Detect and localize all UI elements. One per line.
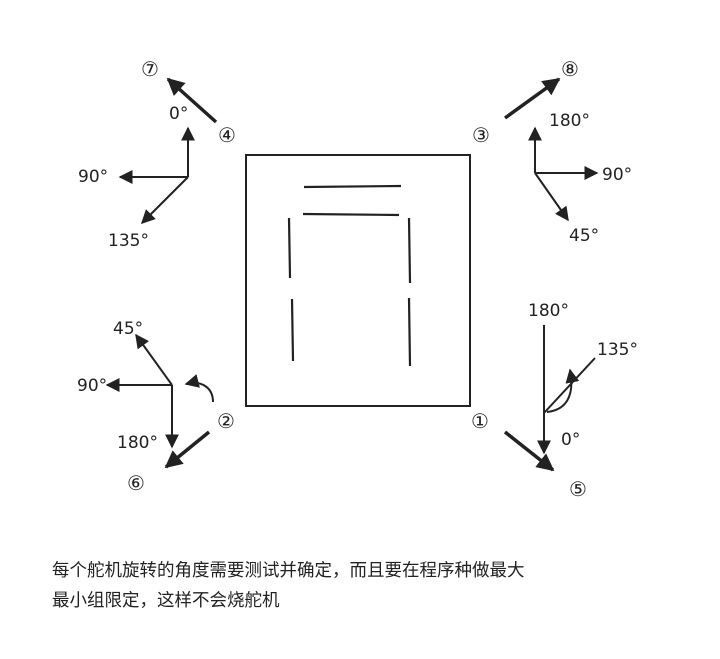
body-marking (287, 184, 412, 367)
angle-label-br-135: 135° (597, 340, 638, 360)
angle-label-tr-90: 90° (602, 165, 632, 185)
leg-arrow-5 (503, 430, 555, 472)
leg-arrow-6 (164, 430, 211, 469)
label-8: ⑧ (561, 57, 579, 81)
leg-arrows (164, 77, 561, 472)
label-7: ⑦ (141, 57, 159, 81)
bl-angle-arrows (105, 333, 214, 449)
angle-label-tl-0: 0° (169, 104, 188, 124)
label-6: ⑥ (127, 471, 145, 495)
angle-label-br-180: 180° (528, 301, 569, 321)
angle-label-bl-90: 90° (77, 376, 107, 396)
angle-label-tr-180: 180° (549, 111, 590, 131)
label-5: ⑤ (569, 477, 587, 501)
servo-diagram: 0° 90° 135° 180° 90° 45° 45° 90° 180° 18… (77, 57, 638, 501)
robot-body (245, 154, 471, 407)
angle-label-tl-135: 135° (108, 231, 149, 251)
caption-line-2: 最小组限定，这样不会烧舵机 (52, 591, 280, 611)
leg-arrow-8 (503, 77, 561, 120)
angle-label-br-0: 0° (561, 430, 580, 450)
angle-label-bl-45: 45° (113, 319, 143, 339)
angle-label-bl-180: 180° (117, 433, 158, 453)
label-4: ④ (218, 123, 236, 147)
label-2: ② (217, 409, 235, 433)
label-3: ③ (472, 123, 490, 147)
leg-arrow-7 (166, 77, 218, 124)
angle-label-tl-90: 90° (78, 167, 108, 187)
caption: 每个舵机旋转的角度需要测试并确定，而且要在程序种做最大 最小组限定，这样不会烧舵… (52, 556, 672, 616)
label-1: ① (471, 409, 489, 433)
tr-angle-arrows (528, 126, 599, 222)
br-angle-arrows (537, 325, 596, 455)
tl-angle-arrows (118, 126, 195, 224)
caption-line-1: 每个舵机旋转的角度需要测试并确定，而且要在程序种做最大 (52, 561, 525, 581)
angle-label-tr-45: 45° (569, 226, 599, 246)
